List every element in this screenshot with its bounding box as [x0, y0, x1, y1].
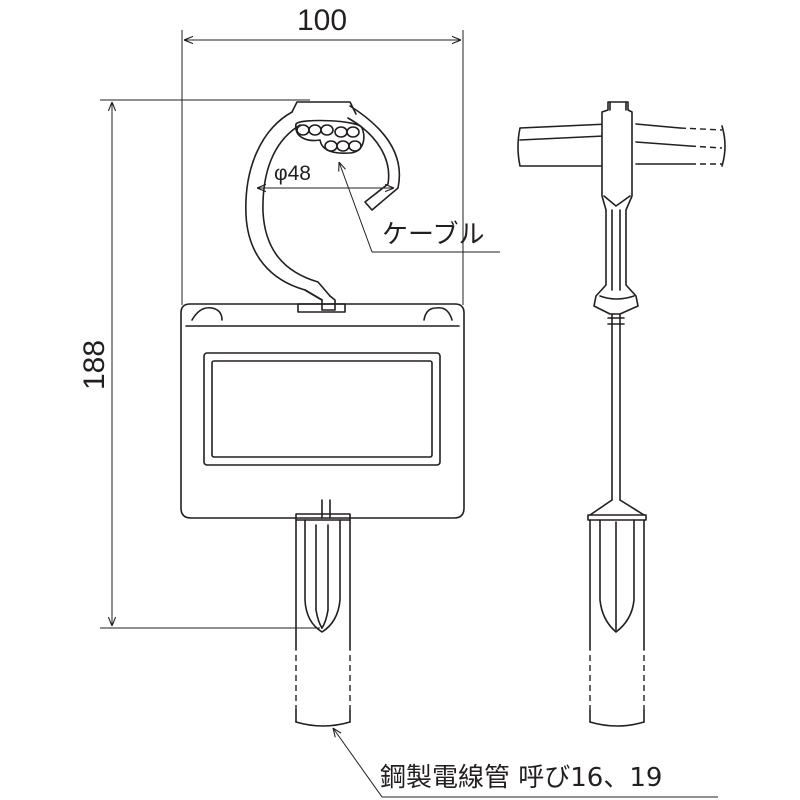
side-plate-top-lip — [607, 317, 625, 325]
diameter-dimension: φ48 — [257, 162, 394, 188]
side-cable-left — [517, 123, 609, 167]
side-conduit-break — [589, 721, 645, 727]
plate-hole-right — [423, 306, 453, 321]
side-cable-right-hidden — [679, 127, 723, 165]
hook-outer — [245, 111, 323, 301]
cable-bundle — [295, 119, 365, 155]
conduit-leader-line — [333, 728, 383, 798]
hook-front — [245, 101, 401, 313]
height-value: 188 — [78, 340, 111, 390]
side-view — [517, 101, 726, 727]
plate-front — [180, 303, 465, 519]
stake-tab — [321, 499, 331, 519]
cable-leader-line — [339, 162, 373, 253]
hook-inner — [262, 124, 331, 297]
side-cable-right-top — [635, 123, 681, 129]
plate-hole-left — [191, 306, 223, 321]
side-hook-neck — [611, 209, 621, 291]
hook-top-clip — [291, 101, 357, 115]
cable-leader: ケーブル — [339, 162, 500, 253]
side-stake-flare — [589, 499, 645, 516]
height-dimension: 188 — [78, 99, 320, 629]
width-value: 100 — [297, 4, 347, 37]
side-cable-left-mid — [519, 135, 605, 141]
stake-body — [304, 519, 341, 633]
side-plate-edge — [611, 313, 621, 501]
side-hook-collar — [599, 295, 635, 300]
side-stake-body — [599, 519, 635, 633]
side-hook-body — [593, 101, 639, 315]
side-cable-break — [721, 125, 726, 167]
conduit-bottom-break — [295, 721, 351, 727]
cable-bundle-outline — [295, 119, 365, 155]
cable-label: ケーブル — [382, 220, 484, 250]
stake-rib-right — [321, 524, 329, 629]
side-hook-top — [609, 101, 627, 111]
side-stake-collar — [587, 514, 647, 521]
hook-neck — [304, 289, 336, 311]
diameter-value: φ48 — [274, 162, 311, 185]
side-hook-v — [603, 195, 631, 207]
plate-outer — [180, 303, 465, 519]
hook-right-arm — [347, 105, 401, 211]
conduit-label: 鋼製電線管 呼び16、19 — [380, 763, 662, 793]
stake-collar — [295, 513, 351, 521]
width-dimension: 100 — [181, 4, 464, 305]
stake-rib-left — [315, 524, 323, 629]
label-window-outer — [203, 352, 441, 466]
side-cable-right-mid — [635, 141, 691, 147]
conduit-leader: 鋼製電線管 呼び16、19 — [333, 728, 718, 798]
label-window-inner — [211, 360, 433, 458]
stake-front — [295, 499, 351, 727]
